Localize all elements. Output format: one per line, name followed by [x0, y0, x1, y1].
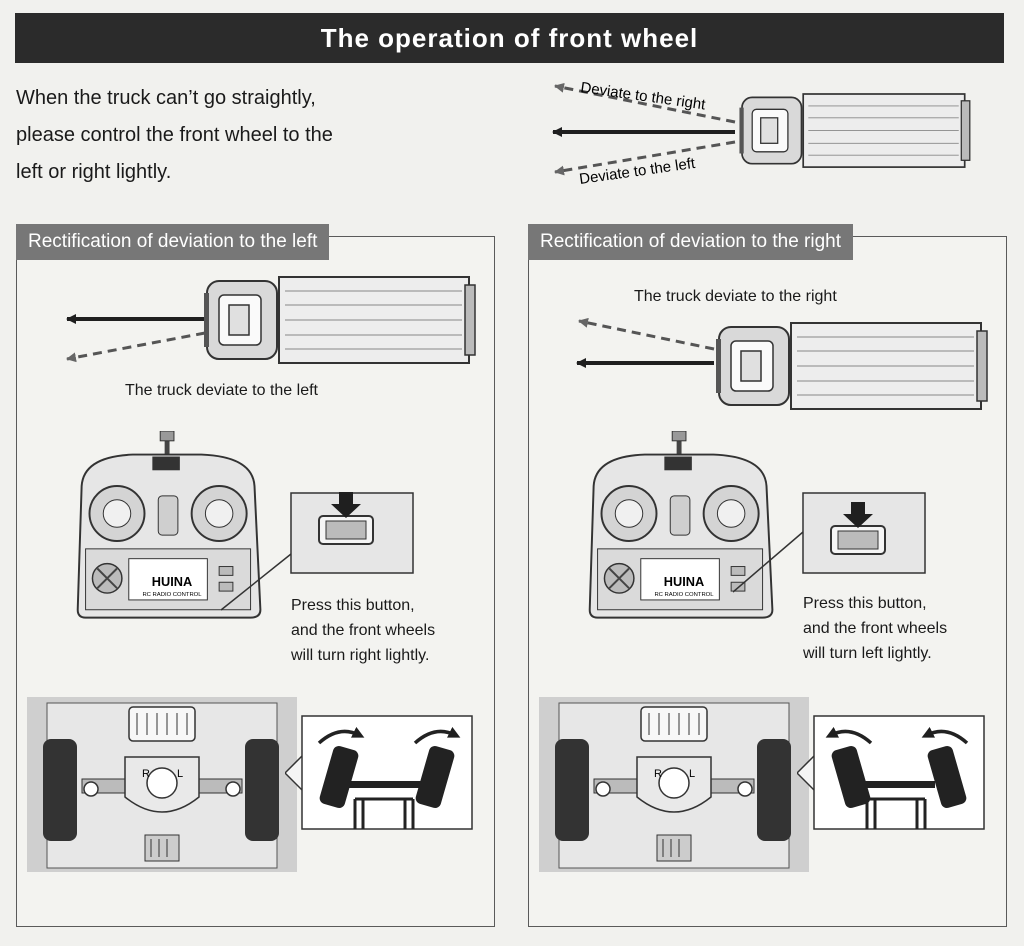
chassis-letter-l: L: [177, 768, 183, 780]
deviate-left-label: Deviate to the left: [578, 155, 697, 188]
intro-line: When the truck can’t go straightly,: [16, 87, 316, 109]
turn-left-arrow-icon: [825, 726, 873, 745]
chassis-letter-r: R: [654, 768, 662, 780]
deviate-right-label: Deviate to the right: [579, 79, 707, 113]
remote-controller: HUINA RC RADIO CONTROL: [72, 431, 272, 651]
panel-left-deviation: Rectification of deviation to the left T…: [16, 224, 495, 927]
intro-line: left or right lightly.: [16, 161, 172, 183]
truck-right-diagram: [576, 317, 988, 410]
page-title: The operation of front wheel: [15, 13, 1004, 63]
instruction-line: will turn left lightly.: [803, 645, 932, 662]
chassis-view: R L: [27, 697, 297, 872]
deviate-left-arrow: [66, 331, 206, 363]
deviate-left-arrow: [554, 140, 736, 176]
remote-sub: RC RADIO CONTROL: [654, 592, 714, 598]
truck-top-view: [203, 276, 476, 364]
instruction-line: Press this button,: [803, 595, 927, 612]
truck-caption: The truck deviate to the left: [125, 382, 318, 399]
press-down-arrow-icon: [331, 492, 361, 518]
wheel-direction-callout: [797, 715, 985, 830]
chassis-letter-r: R: [142, 768, 150, 780]
intro-text: When the truck can’t go straightly, plea…: [16, 80, 436, 191]
truck-left-diagram: [66, 276, 476, 364]
zoom-callout: [221, 492, 414, 611]
instruction-text: Press this button, and the front wheels …: [291, 593, 435, 668]
truck-caption: The truck deviate to the right: [634, 288, 837, 305]
deviate-right-arrow: [578, 317, 715, 351]
turn-right-arrow-icon: [317, 726, 365, 745]
panel-right-deviation: Rectification of deviation to the right …: [528, 224, 1007, 927]
deviation-diagram: Deviate to the right Deviate to the left: [552, 79, 971, 188]
turn-right-arrow-icon: [413, 726, 461, 745]
remote-brand: HUINA: [152, 574, 192, 589]
turn-left-arrow-icon: [921, 726, 969, 745]
truck-top-view: [738, 93, 971, 168]
panel-header: Rectification of deviation to the right: [528, 224, 854, 260]
instruction-line: and the front wheels: [803, 620, 948, 637]
remote-brand: HUINA: [664, 574, 704, 589]
zoom-callout: [733, 492, 926, 593]
chassis-view: R L: [539, 697, 809, 872]
intro-line: please control the front wheel to the: [16, 124, 333, 146]
instruction-line: will turn right lightly.: [291, 647, 430, 664]
instruction-line: Press this button,: [291, 597, 415, 614]
press-down-arrow-icon: [843, 502, 873, 528]
instruction-text: Press this button, and the front wheels …: [803, 591, 947, 666]
remote-controller: HUINA RC RADIO CONTROL: [584, 431, 784, 651]
truck-top-view: [715, 322, 988, 410]
deviate-right-arrow: [554, 82, 736, 124]
wheel-direction-callout: [285, 715, 473, 830]
panel-header: Rectification of deviation to the left: [16, 224, 330, 260]
chassis-letter-l: L: [689, 768, 695, 780]
remote-sub: RC RADIO CONTROL: [142, 592, 202, 598]
instruction-line: and the front wheels: [291, 622, 436, 639]
